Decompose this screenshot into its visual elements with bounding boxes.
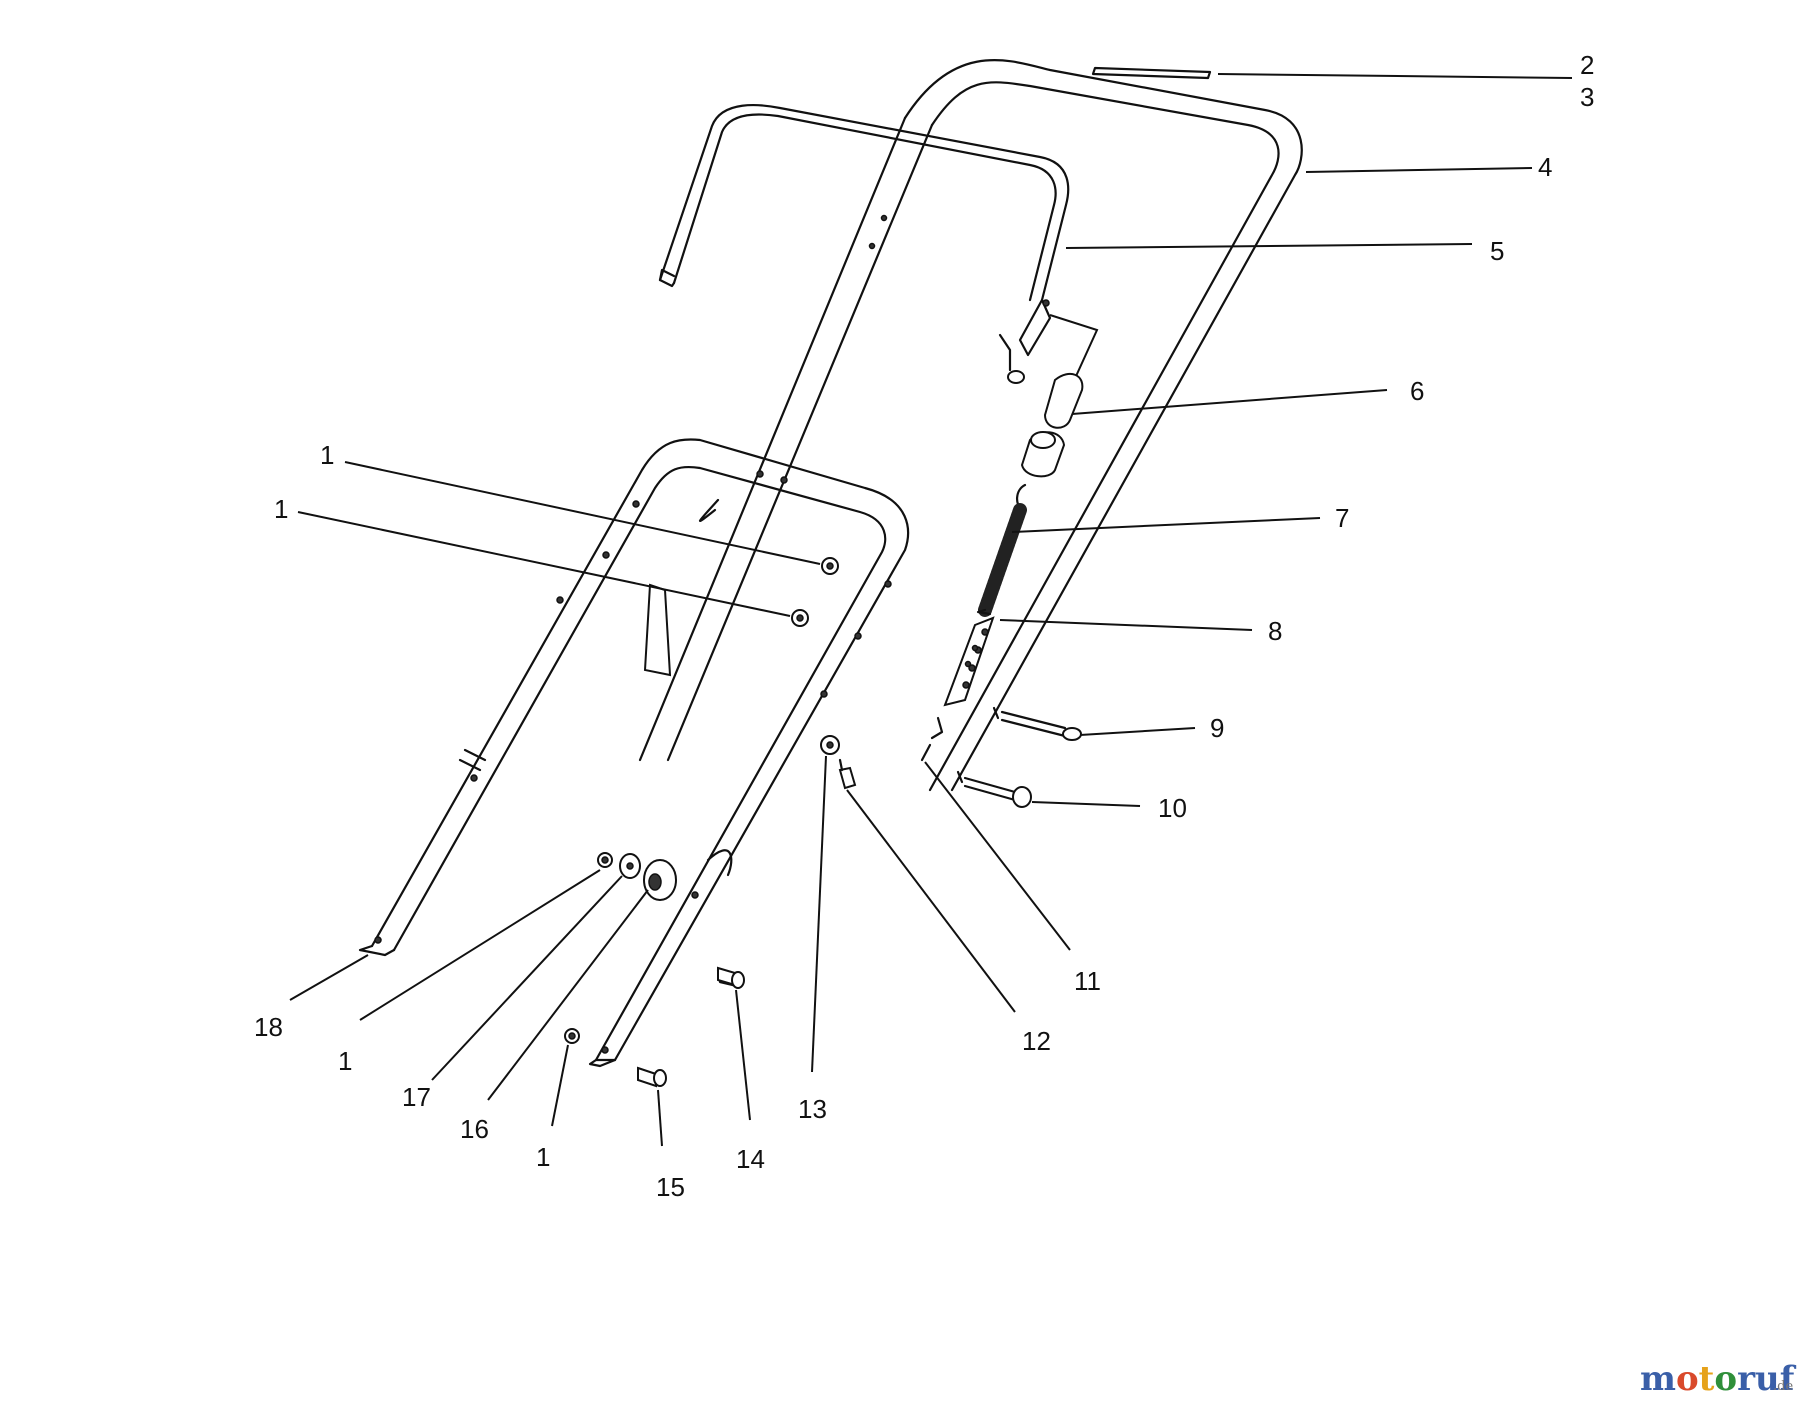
lower-handle-part xyxy=(358,438,910,1068)
callout-13: 13 xyxy=(798,1094,827,1124)
callout-16: 16 xyxy=(460,1114,489,1144)
callout-labels: 2 3 4 5 6 7 8 9 10 11 12 13 14 15 16 17 … xyxy=(254,50,1594,1202)
callout-15: 15 xyxy=(656,1172,685,1202)
svg-text:motoruf: motoruf xyxy=(1640,1359,1797,1399)
bail-part xyxy=(658,104,1099,386)
watermark-letter-o1: o xyxy=(1676,1359,1699,1399)
bolt-part xyxy=(637,966,745,1088)
callout-11: 11 xyxy=(1074,966,1101,996)
leader-lines xyxy=(289,73,1573,1147)
watermark-logo: motoruf .de xyxy=(1640,1359,1797,1399)
pin-part xyxy=(992,706,1082,741)
watermark-letter-o2: o xyxy=(1714,1359,1737,1399)
roller-part xyxy=(643,859,677,901)
lock-nut-part xyxy=(564,557,839,1044)
callout-17: 17 xyxy=(402,1082,431,1112)
spring-part xyxy=(976,483,1027,617)
hairpin-clip-part xyxy=(920,716,944,762)
watermark-letter-r: r xyxy=(1737,1359,1756,1399)
adjustment-plate-part xyxy=(943,616,995,707)
upper-handle-part xyxy=(638,59,1303,792)
washer-part xyxy=(619,853,641,879)
clevis-pin-part xyxy=(956,770,1032,808)
callout-1-second: 1 xyxy=(274,494,288,524)
callout-12: 12 xyxy=(1022,1026,1051,1056)
shoulder-bolt-part xyxy=(838,758,857,790)
watermark-letter-f: f xyxy=(1780,1359,1797,1399)
callout-1-top: 1 xyxy=(320,440,334,470)
callout-2: 2 xyxy=(1580,50,1594,80)
callout-8: 8 xyxy=(1268,616,1282,646)
callout-10: 10 xyxy=(1158,793,1187,823)
callout-1-bottom: 1 xyxy=(536,1142,550,1172)
callout-3: 3 xyxy=(1580,82,1594,112)
watermark-suffix: .de xyxy=(1773,1379,1793,1394)
callout-7: 7 xyxy=(1335,503,1349,533)
callout-1-lower-left: 1 xyxy=(338,1046,352,1076)
callout-9: 9 xyxy=(1210,713,1224,743)
callout-6: 6 xyxy=(1410,376,1424,406)
watermark-letter-t: t xyxy=(1699,1359,1715,1399)
spacer-washer-part xyxy=(820,735,840,755)
watermark-letter-u: u xyxy=(1755,1359,1780,1399)
callout-18: 18 xyxy=(254,1012,283,1042)
sleeve-part xyxy=(1020,372,1084,478)
decal-part xyxy=(1091,66,1212,80)
watermark-letter-m: m xyxy=(1640,1359,1676,1399)
callout-5: 5 xyxy=(1490,236,1504,266)
callout-4: 4 xyxy=(1538,152,1552,182)
callout-14: 14 xyxy=(736,1144,765,1174)
